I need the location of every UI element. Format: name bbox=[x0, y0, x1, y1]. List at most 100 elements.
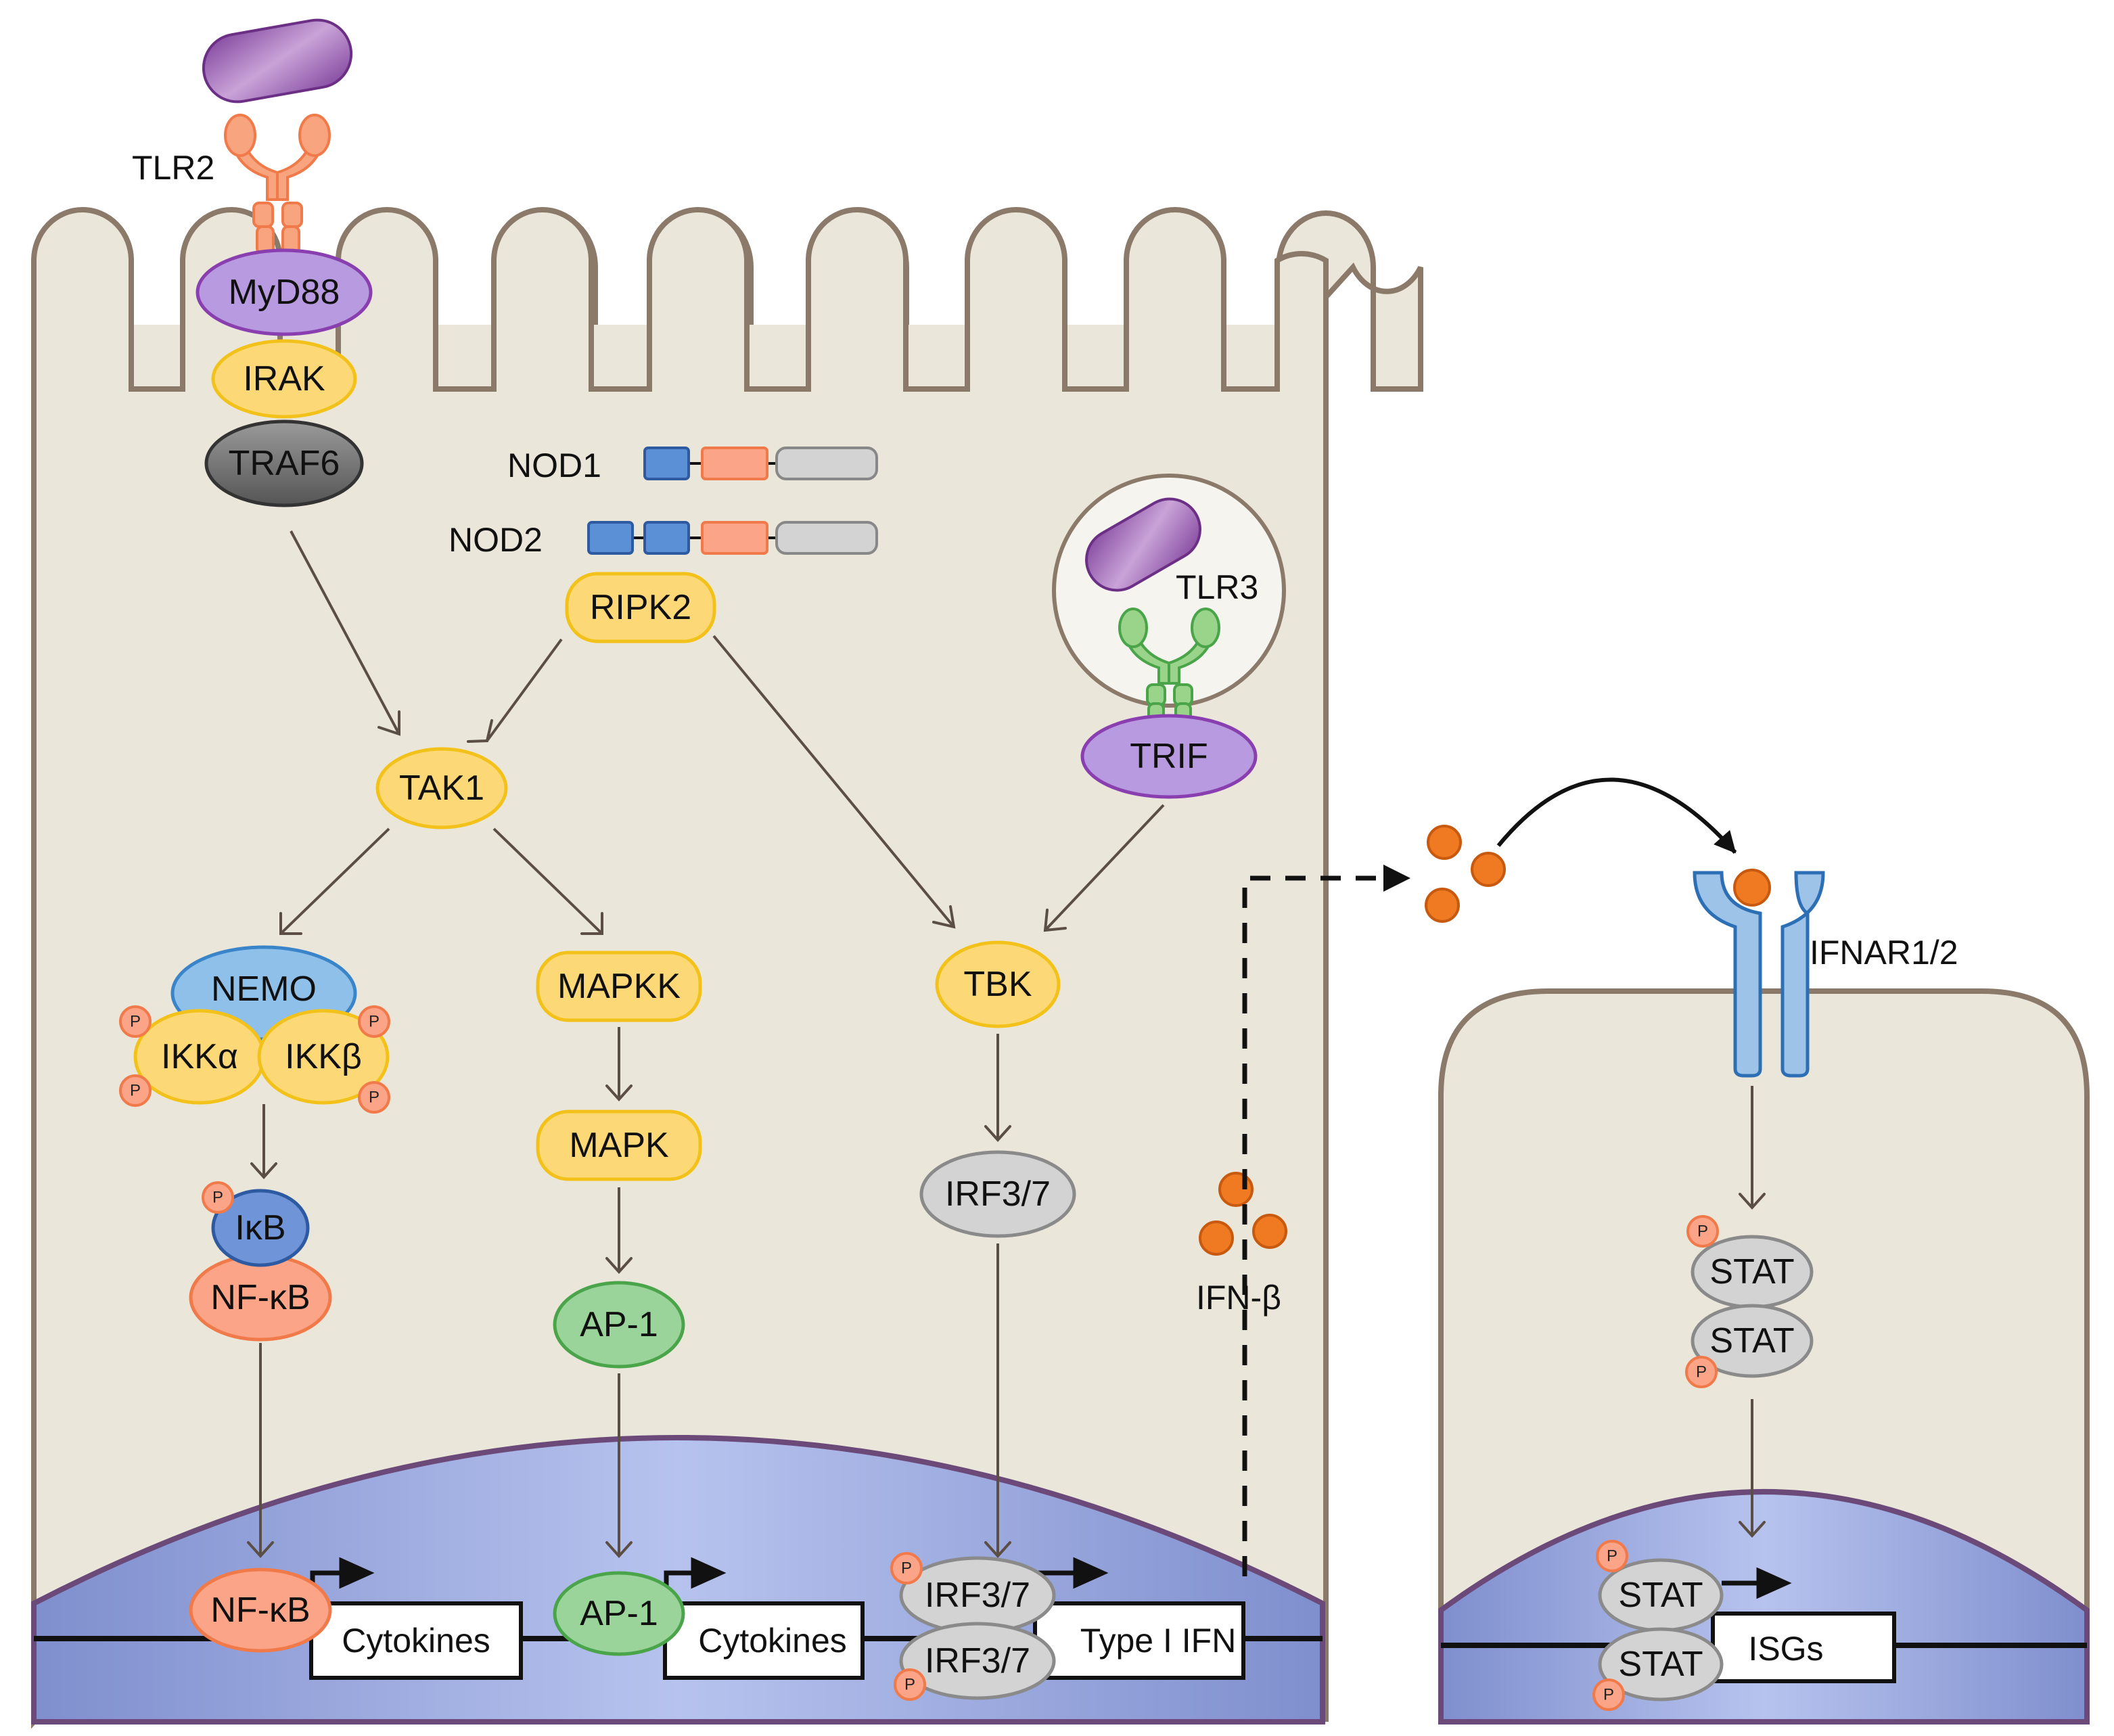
svg-text:STAT: STAT bbox=[1709, 1321, 1794, 1361]
phospho-ikka-bottom: P bbox=[119, 1074, 152, 1107]
svg-text:TRAF6: TRAF6 bbox=[229, 444, 340, 483]
phospho-ikkb-bottom: P bbox=[358, 1081, 390, 1114]
phospho-ikb: P bbox=[202, 1181, 234, 1214]
bacterium-top bbox=[202, 18, 353, 104]
gene-box-cytokines-2: Cytokines bbox=[663, 1601, 865, 1680]
ikkb-node: IKKβ bbox=[257, 1009, 390, 1105]
traf6-node: TRAF6 bbox=[204, 419, 364, 507]
svg-text:IRAK: IRAK bbox=[243, 359, 325, 398]
svg-text:Cytokines: Cytokines bbox=[342, 1622, 490, 1660]
svg-text:MAPKK: MAPKK bbox=[557, 967, 681, 1006]
tak1-node: TAK1 bbox=[375, 747, 508, 829]
svg-text:P: P bbox=[1697, 1223, 1708, 1241]
ap1-nuclear-node: AP-1 bbox=[553, 1571, 685, 1656]
nfkb-cytoplasm-node: NF-κB bbox=[189, 1254, 332, 1342]
arrow-tak1-mapkk bbox=[492, 827, 603, 935]
ifnar-bound-ifn bbox=[1733, 869, 1771, 907]
ifn-binding-arrow bbox=[1496, 777, 1737, 854]
nod1-domains bbox=[643, 447, 878, 480]
svg-text:IRF3/7: IRF3/7 bbox=[925, 1576, 1030, 1615]
svg-text:MyD88: MyD88 bbox=[229, 273, 340, 312]
svg-text:P: P bbox=[1696, 1363, 1707, 1381]
tlr3-receptor bbox=[1118, 608, 1220, 727]
svg-text:NEMO: NEMO bbox=[211, 969, 317, 1009]
svg-text:P: P bbox=[212, 1189, 223, 1207]
svg-text:AP-1: AP-1 bbox=[580, 1594, 658, 1633]
svg-text:P: P bbox=[1607, 1547, 1617, 1566]
stat-node-bottom: STAT bbox=[1691, 1304, 1814, 1378]
ikb-node: IκB bbox=[211, 1189, 310, 1267]
transcription-start-arrows bbox=[310, 1557, 1792, 1603]
phospho-ikka-top: P bbox=[119, 1005, 152, 1038]
signaling-arrows bbox=[259, 530, 1753, 1556]
phospho-stat-top: P bbox=[1686, 1215, 1719, 1248]
ikka-node: IKKα bbox=[133, 1009, 266, 1105]
svg-text:NF-κB: NF-κB bbox=[210, 1278, 310, 1317]
svg-text:P: P bbox=[369, 1013, 380, 1031]
tlr3-endosome bbox=[1052, 474, 1286, 708]
irf37-nuclear-node-bottom: IRF3/7 bbox=[899, 1622, 1056, 1700]
arrow-trif-tbk bbox=[1044, 804, 1165, 932]
svg-text:P: P bbox=[369, 1089, 380, 1107]
gene-box-cytokines-1: Cytokines bbox=[309, 1601, 523, 1680]
svg-text:Cytokines: Cytokines bbox=[698, 1622, 847, 1660]
ripk2-node: RIPK2 bbox=[565, 572, 716, 643]
nfkb-nuclear-node: NF-κB bbox=[189, 1568, 332, 1653]
svg-text:TBK: TBK bbox=[963, 965, 1032, 1004]
tbk-node: TBK bbox=[935, 940, 1061, 1028]
svg-text:RIPK2: RIPK2 bbox=[590, 588, 691, 627]
svg-text:P: P bbox=[1603, 1686, 1614, 1704]
ifn-beta-molecules-secreted bbox=[1425, 825, 1506, 923]
svg-text:P: P bbox=[130, 1013, 141, 1031]
arrow-ripk2-tbk bbox=[712, 635, 955, 928]
nod2-label: NOD2 bbox=[449, 521, 543, 559]
svg-text:IRF3/7: IRF3/7 bbox=[925, 1641, 1030, 1681]
trif-node: TRIF bbox=[1080, 714, 1258, 799]
ifn-secretion-path bbox=[1242, 865, 1410, 1576]
arrow-tak1-ikk bbox=[279, 827, 390, 935]
tlr3-label: TLR3 bbox=[1176, 568, 1258, 606]
svg-text:TAK1: TAK1 bbox=[399, 769, 484, 808]
gene-box-isgs: ISGs bbox=[1711, 1612, 1896, 1683]
svg-text:AP-1: AP-1 bbox=[580, 1305, 658, 1344]
phospho-stat-bottom: P bbox=[1685, 1356, 1718, 1388]
irak-node: IRAK bbox=[211, 339, 357, 419]
ifnar-label: IFNAR1/2 bbox=[1810, 934, 1958, 972]
irf37-cytoplasm-node: IRF3/7 bbox=[919, 1150, 1076, 1238]
ap1-cytoplasm-node: AP-1 bbox=[553, 1281, 685, 1369]
arrow-ripk2-tak1 bbox=[486, 638, 563, 742]
svg-text:IRF3/7: IRF3/7 bbox=[945, 1174, 1051, 1214]
tlr2-receptor bbox=[224, 114, 331, 255]
mapkk-node: MAPKK bbox=[536, 951, 702, 1022]
phospho-irf-top: P bbox=[890, 1552, 923, 1584]
stat-node-top: STAT bbox=[1691, 1235, 1814, 1309]
phospho-stat-nuclear-top: P bbox=[1596, 1540, 1628, 1572]
svg-text:IκB: IκB bbox=[235, 1208, 285, 1248]
svg-text:P: P bbox=[130, 1082, 141, 1100]
ifn-beta-label: IFN-β bbox=[1196, 1279, 1281, 1317]
stat-nuclear-node-bottom: STAT bbox=[1598, 1627, 1724, 1701]
irf37-nuclear-node-top: IRF3/7 bbox=[899, 1556, 1056, 1635]
svg-text:ISGs: ISGs bbox=[1748, 1630, 1823, 1668]
arrow-traf6-tak1 bbox=[290, 530, 400, 735]
arrowheads bbox=[247, 710, 1766, 1558]
mapk-node: MAPK bbox=[536, 1110, 702, 1181]
svg-text:MAPK: MAPK bbox=[569, 1126, 669, 1165]
svg-text:Type I IFN: Type I IFN bbox=[1080, 1622, 1237, 1660]
svg-text:P: P bbox=[904, 1676, 915, 1694]
stat-nuclear-node-top: STAT bbox=[1598, 1558, 1724, 1632]
nod1-label: NOD1 bbox=[507, 447, 601, 484]
svg-text:P: P bbox=[901, 1559, 912, 1578]
nod2-domains bbox=[587, 521, 878, 555]
ifnar-receptor bbox=[1693, 871, 1825, 1078]
svg-text:IKKα: IKKα bbox=[161, 1037, 238, 1076]
gene-box-type1-ifn: Type I IFN bbox=[1033, 1601, 1245, 1680]
myd88-node: MyD88 bbox=[196, 248, 373, 336]
phospho-irf-bottom: P bbox=[894, 1668, 926, 1701]
svg-text:IKKβ: IKKβ bbox=[285, 1037, 362, 1076]
phospho-ikkb-top: P bbox=[358, 1005, 390, 1038]
phospho-stat-nuclear-bottom: P bbox=[1592, 1678, 1625, 1711]
svg-text:STAT: STAT bbox=[1709, 1252, 1794, 1292]
svg-text:STAT: STAT bbox=[1618, 1576, 1703, 1615]
